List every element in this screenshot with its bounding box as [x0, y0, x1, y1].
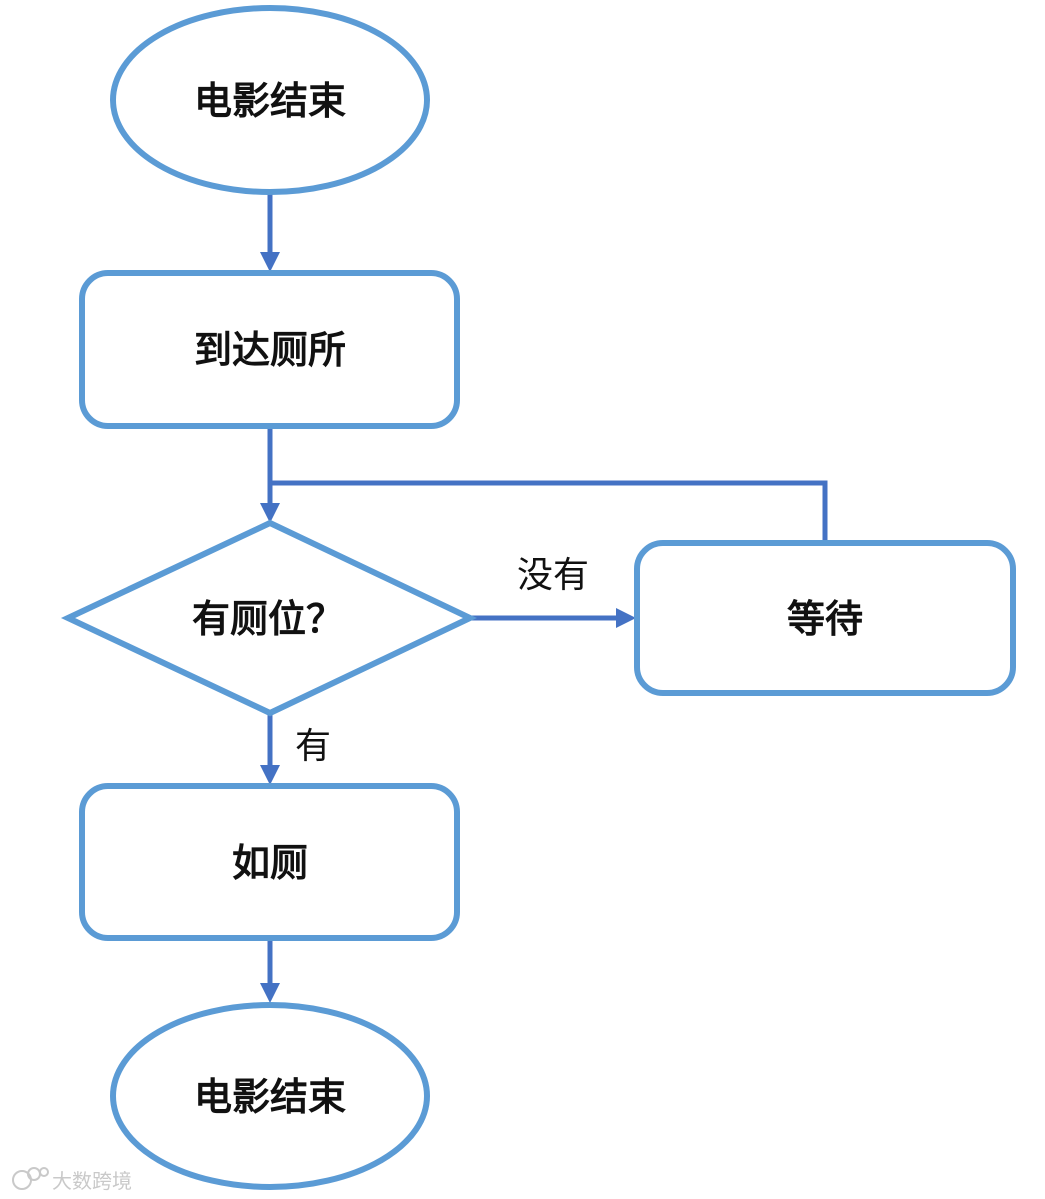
- node-end: 电影结束: [110, 1002, 430, 1190]
- use-box: [79, 783, 460, 941]
- arrive-label: 到达厕所: [194, 328, 346, 372]
- start-label: 电影结束: [194, 79, 346, 123]
- edge-wait-loop-back: [270, 480, 828, 543]
- node-decision: 有厕位？: [60, 519, 477, 717]
- use-label: 如厕: [232, 841, 308, 885]
- edges: [260, 192, 828, 1003]
- watermark-text: 大数跨境: [52, 1169, 132, 1193]
- node-use: 如厕: [79, 783, 460, 941]
- watermark-logo-icon: [12, 1167, 49, 1190]
- arrowhead-use-to-end: [260, 983, 280, 1003]
- node-arrive: 到达厕所: [79, 270, 460, 429]
- arrowhead-arrive-to-decision: [260, 503, 280, 523]
- node-wait: 等待: [634, 540, 1016, 696]
- decision-label: 有厕位？: [192, 597, 344, 641]
- wait-box: [634, 540, 1016, 696]
- arrowhead-decision-to-use: [260, 765, 280, 785]
- edge-label-yes: 有: [295, 726, 331, 767]
- decision-diamond: [60, 519, 477, 717]
- node-start: 电影结束: [110, 5, 430, 195]
- end-label: 电影结束: [194, 1075, 346, 1119]
- arrowhead-decision-to-wait: [616, 608, 636, 628]
- edge-label-no: 没有: [517, 555, 589, 596]
- wait-label: 等待: [787, 597, 863, 641]
- watermark: 大数跨境: [12, 1167, 132, 1193]
- end-ellipse: [110, 1002, 430, 1190]
- arrive-box: [79, 270, 460, 429]
- arrowhead-start-to-arrive: [260, 252, 280, 272]
- start-ellipse: [110, 5, 430, 195]
